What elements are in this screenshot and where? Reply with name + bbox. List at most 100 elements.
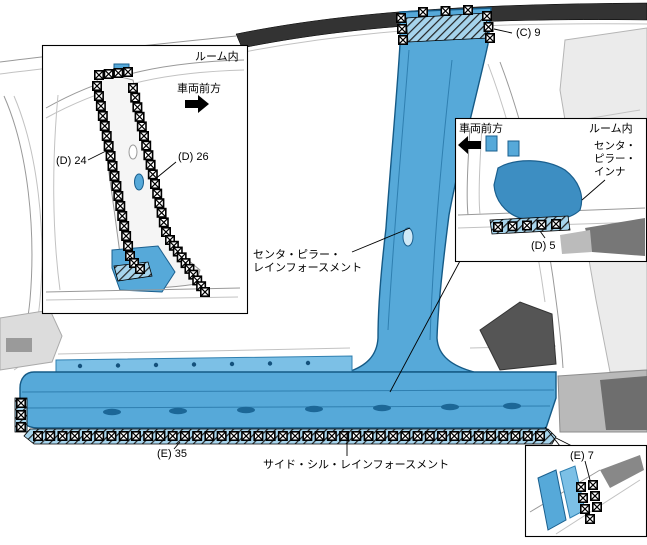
- weld-spot-marker: [93, 91, 104, 101]
- weld-spot-marker: [536, 219, 547, 230]
- leader-e7: [584, 460, 591, 481]
- weld-spot-marker: [158, 217, 169, 228]
- weld-spot-marker: [579, 503, 591, 515]
- inset1-front-label: 車両前方: [177, 81, 221, 95]
- weld-spot-marker: [577, 492, 589, 504]
- weld-spot-marker: [143, 430, 154, 442]
- label-center-pillar-inner-1: センタ・: [594, 140, 636, 152]
- weld-spot-marker: [510, 430, 521, 442]
- weld-spot-marker: [143, 150, 154, 161]
- weld-spot-marker: [99, 121, 110, 131]
- weld-spot-marker: [139, 131, 149, 141]
- weld-spot-marker: [57, 430, 68, 442]
- weld-spot-marker: [216, 430, 227, 442]
- weld-spot-marker: [117, 211, 128, 221]
- label-e7: (E) 7: [570, 450, 594, 462]
- weld-spot-marker: [156, 207, 167, 218]
- weld-spot-marker: [179, 430, 190, 442]
- leader-inset3-zoom-2: [555, 437, 573, 447]
- weld-spot-marker: [81, 430, 92, 442]
- weld-spot-marker: [591, 501, 603, 513]
- weld-spot-marker: [103, 141, 114, 151]
- weld-spot-marker: [486, 430, 497, 442]
- weld-spot-marker: [107, 161, 118, 171]
- weld-spot-marker: [123, 67, 133, 77]
- weld-spot-marker: [15, 421, 27, 433]
- leader-inset3-zoom-1: [544, 426, 561, 447]
- roof-weld-band: [405, 12, 489, 43]
- weld-spot-marker: [314, 430, 325, 442]
- leader-d24: [87, 150, 107, 161]
- weld-spot-marker: [94, 70, 104, 80]
- weld-spot-marker: [69, 430, 80, 442]
- weld-spot-marker: [200, 286, 210, 298]
- weld-spot-marker: [462, 5, 474, 15]
- weld-spot-marker: [136, 121, 147, 132]
- leader-e35: [173, 441, 181, 450]
- inset1-room-label: ルーム内: [195, 49, 239, 63]
- label-center-pillar-reinforcement-1: センタ・ピラー・: [253, 248, 341, 261]
- pillar-hole: [402, 227, 414, 247]
- weld-spot-marker: [575, 481, 587, 493]
- weld-spot-marker: [130, 430, 141, 442]
- weld-spot-marker: [113, 68, 124, 78]
- weld-spot-marker: [128, 83, 138, 93]
- weld-spot-marker: [483, 21, 494, 33]
- weld-spot-marker: [484, 32, 496, 44]
- weld-spot-marker: [141, 140, 152, 151]
- weld-spot-marker: [253, 430, 264, 442]
- weld-spot-marker: [584, 513, 596, 525]
- weld-spot-marker: [147, 169, 158, 180]
- weld-spot-marker: [481, 11, 493, 22]
- weld-spot-marker: [161, 227, 171, 237]
- weld-spot-marker: [587, 479, 599, 491]
- weld-spot-marker: [103, 69, 114, 79]
- label-center-pillar-inner-3: インナ: [594, 166, 626, 178]
- weld-spot-marker: [228, 430, 239, 442]
- weld-spot-marker: [106, 430, 117, 442]
- weld-spot-marker: [290, 430, 301, 442]
- weld-spot-marker: [550, 219, 562, 229]
- weld-spot-marker: [45, 430, 56, 442]
- weld-spot-marker: [15, 409, 27, 421]
- weld-spot-marker: [204, 430, 215, 442]
- weld-spot-marker: [363, 430, 374, 442]
- inset2-front-label: 車両前方: [459, 121, 503, 135]
- weld-spot-marker: [440, 6, 451, 16]
- weld-spot-marker: [461, 430, 472, 442]
- weld-spot-marker: [400, 430, 411, 442]
- weld-spot-marker: [130, 92, 141, 103]
- weld-spot-marker: [132, 102, 143, 113]
- weld-spot-marker: [15, 397, 27, 409]
- weld-spot-marker: [94, 430, 105, 442]
- weld-marker-group-sill-left: [15, 397, 27, 433]
- weld-spot-marker: [95, 101, 106, 111]
- label-side-sill-reinforcement: サイド・シル・レインフォースメント: [263, 458, 449, 471]
- weld-spot-marker: [388, 430, 399, 442]
- weld-spot-marker: [498, 430, 509, 442]
- weld-spot-marker: [109, 171, 120, 181]
- weld-spot-marker: [397, 34, 409, 46]
- weld-spot-marker: [412, 430, 423, 442]
- weld-spot-marker: [115, 201, 126, 211]
- weld-spot-marker: [155, 430, 166, 442]
- weld-spot-marker: [522, 430, 533, 442]
- weld-spot-marker: [105, 151, 116, 161]
- weld-spot-marker: [277, 430, 288, 442]
- weld-spot-marker: [396, 23, 408, 35]
- inset1-front-arrow-icon: [185, 95, 209, 113]
- weld-spot-marker: [241, 430, 252, 442]
- weld-spot-marker: [150, 179, 160, 189]
- weld-spot-marker: [192, 430, 203, 442]
- leader-center-pillar: [351, 227, 411, 253]
- weld-spot-marker: [113, 191, 124, 201]
- weld-spot-marker: [134, 111, 145, 122]
- inset-pillar-inner: 車両前方 ルーム内 センタ・ ピラー・ インナ (D) 5: [454, 117, 647, 263]
- weld-spot-marker: [395, 13, 407, 24]
- weld-spot-marker: [424, 430, 435, 442]
- weld-spot-marker: [449, 430, 460, 442]
- label-d5: (D) 5: [531, 240, 555, 252]
- label-center-pillar-inner-2: ピラー・: [594, 153, 636, 165]
- weld-spot-marker: [302, 430, 313, 442]
- weld-spot-marker: [589, 490, 601, 502]
